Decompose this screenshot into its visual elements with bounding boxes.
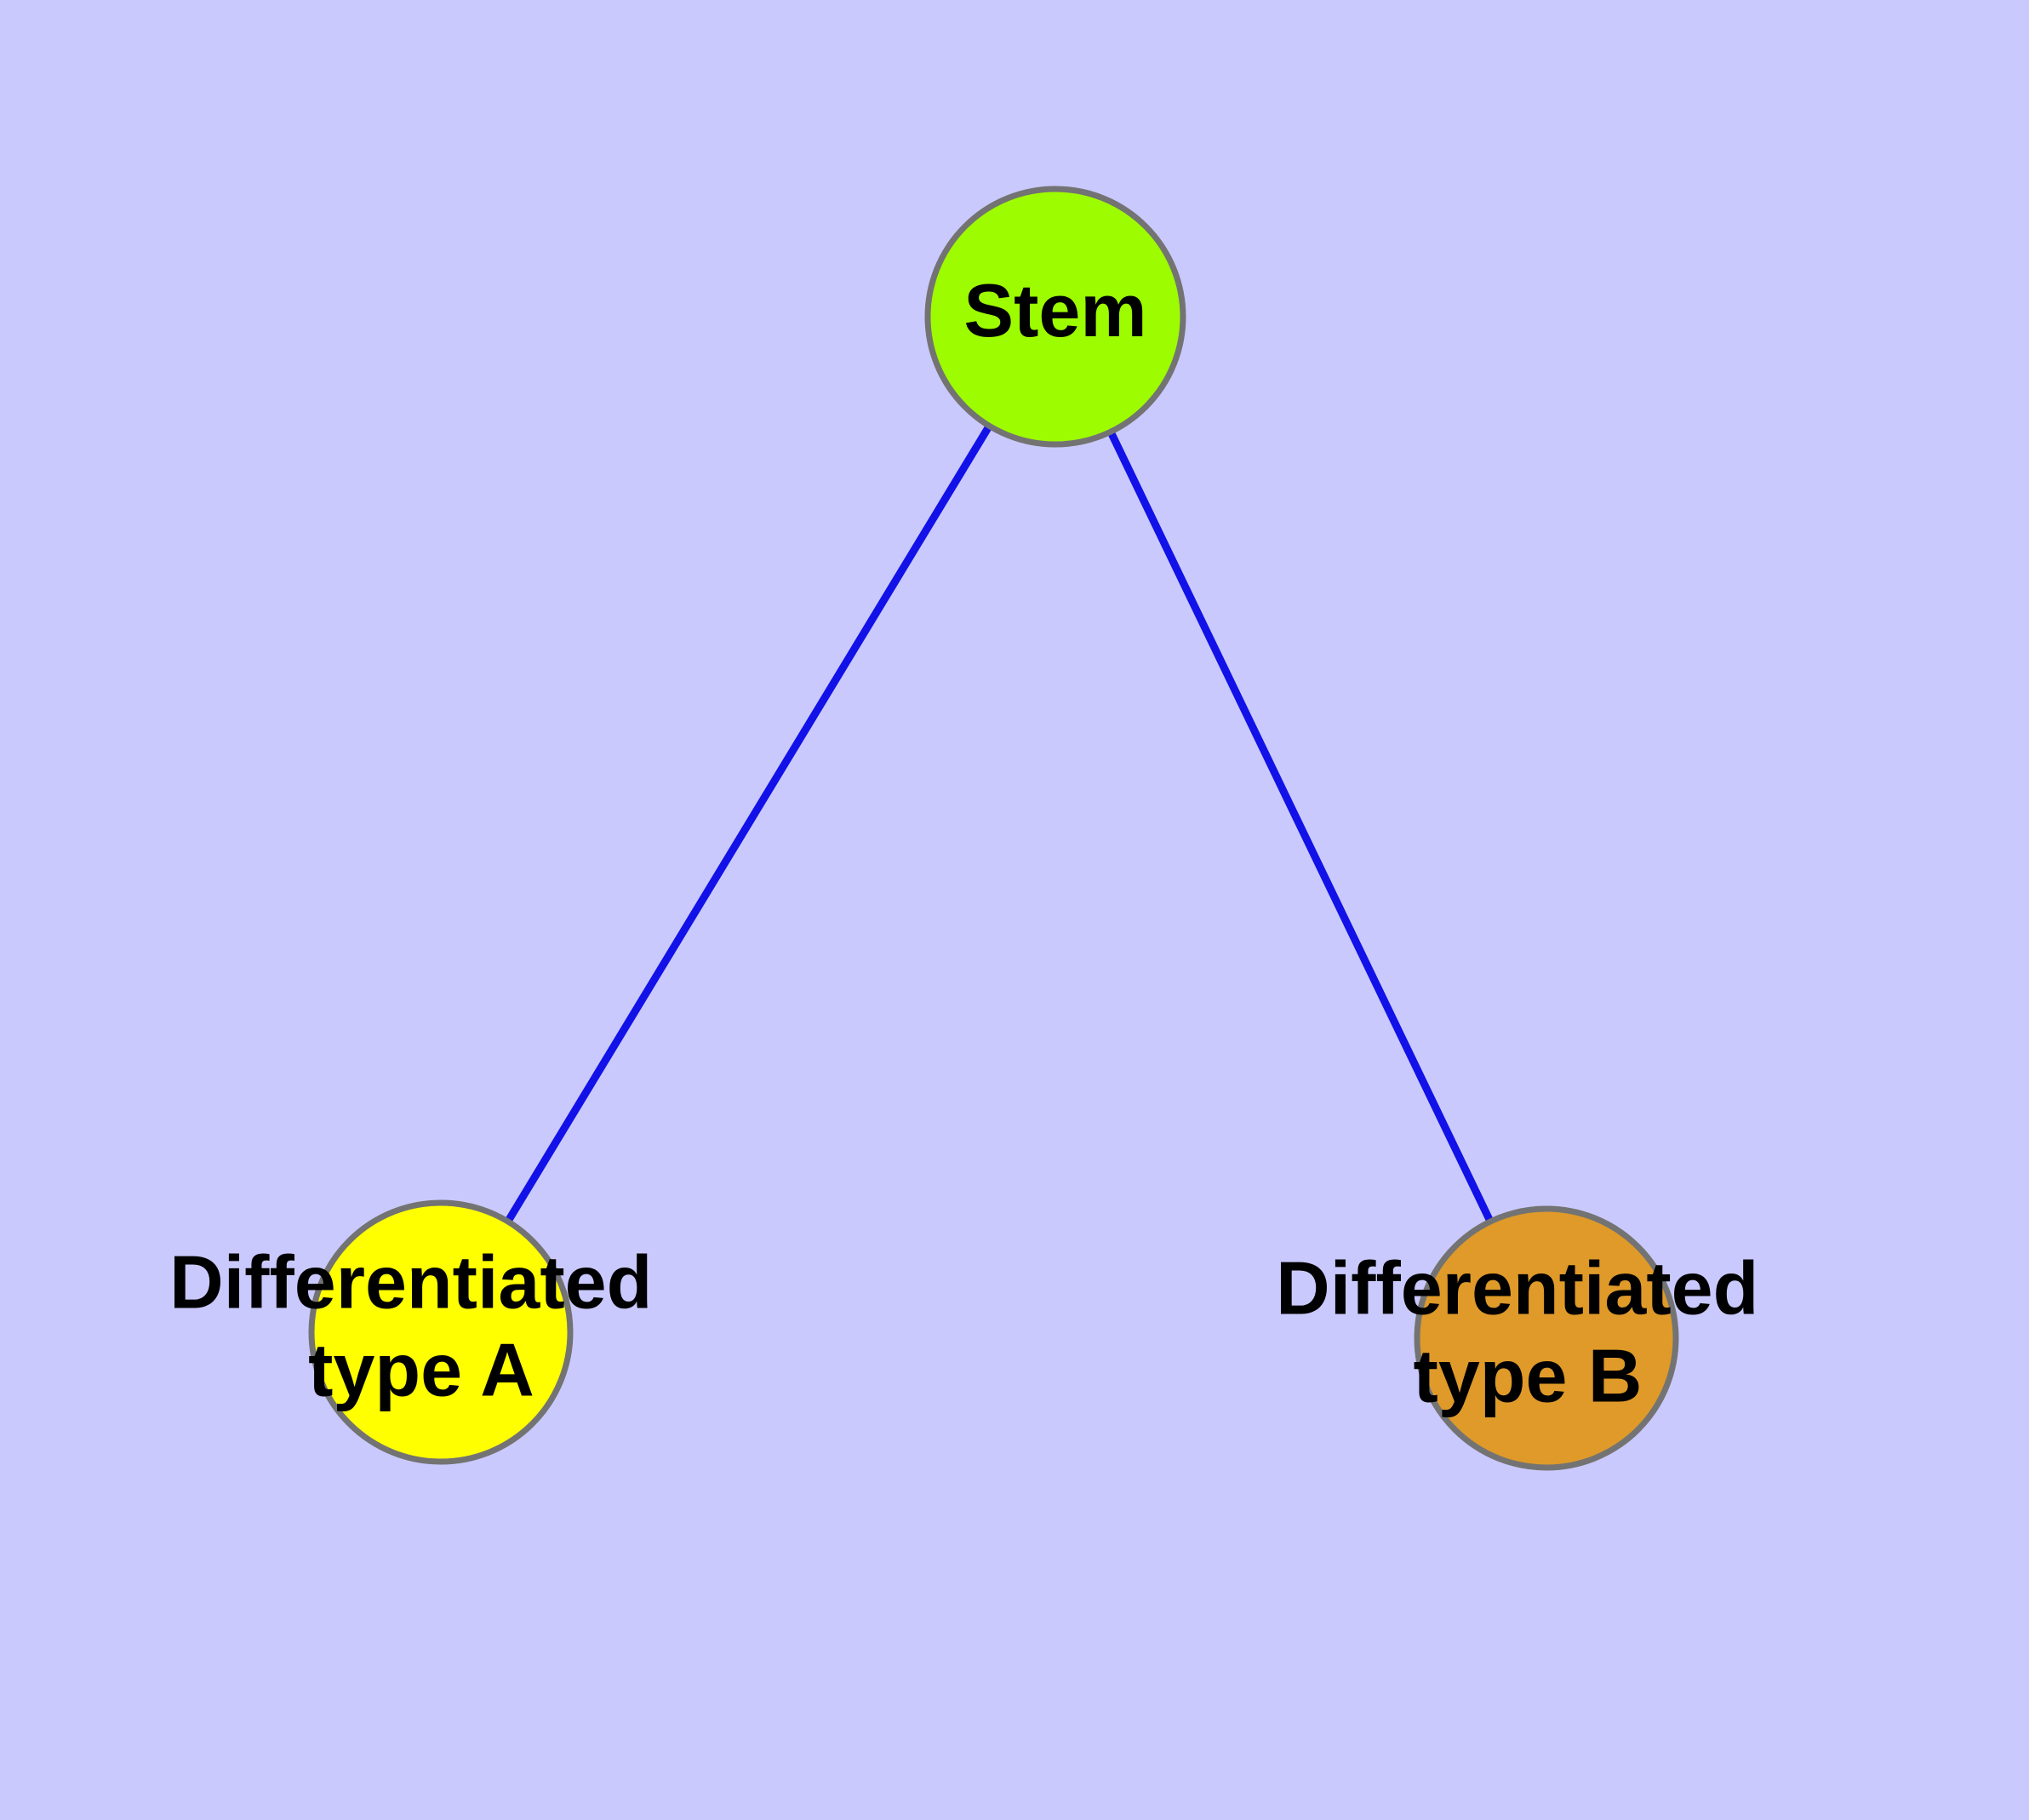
node-stem-label: Stem [963, 268, 1146, 352]
label-layer: Stem Differentiated type A Differentiate… [169, 268, 1780, 1418]
node-diff-a-label-line1: Differentiated [169, 1240, 652, 1325]
edge-stem-to-diff-b[interactable] [1051, 315, 1551, 1340]
node-diff-b-label: Differentiated type B [1276, 1246, 1780, 1418]
node-diff-b-label-line1: Differentiated [1276, 1246, 1758, 1331]
node-stem-circle[interactable] [924, 186, 1186, 448]
node-diff-b[interactable] [1414, 1205, 1679, 1471]
node-diff-a-label: Differentiated type A [169, 1240, 673, 1412]
node-diff-a-circle[interactable] [308, 1199, 574, 1465]
edge-stem-to-diff-a[interactable] [437, 314, 1059, 1335]
node-diff-a[interactable] [308, 1199, 574, 1465]
edge-layer [437, 314, 1551, 1340]
node-stem[interactable] [924, 186, 1186, 448]
node-layer [308, 186, 1679, 1471]
node-diff-b-label-line2: type B [1414, 1334, 1643, 1418]
node-diff-b-circle[interactable] [1414, 1205, 1679, 1471]
node-diff-a-label-line2: type A [308, 1328, 534, 1412]
node-stem-label-line1: Stem [963, 268, 1146, 352]
